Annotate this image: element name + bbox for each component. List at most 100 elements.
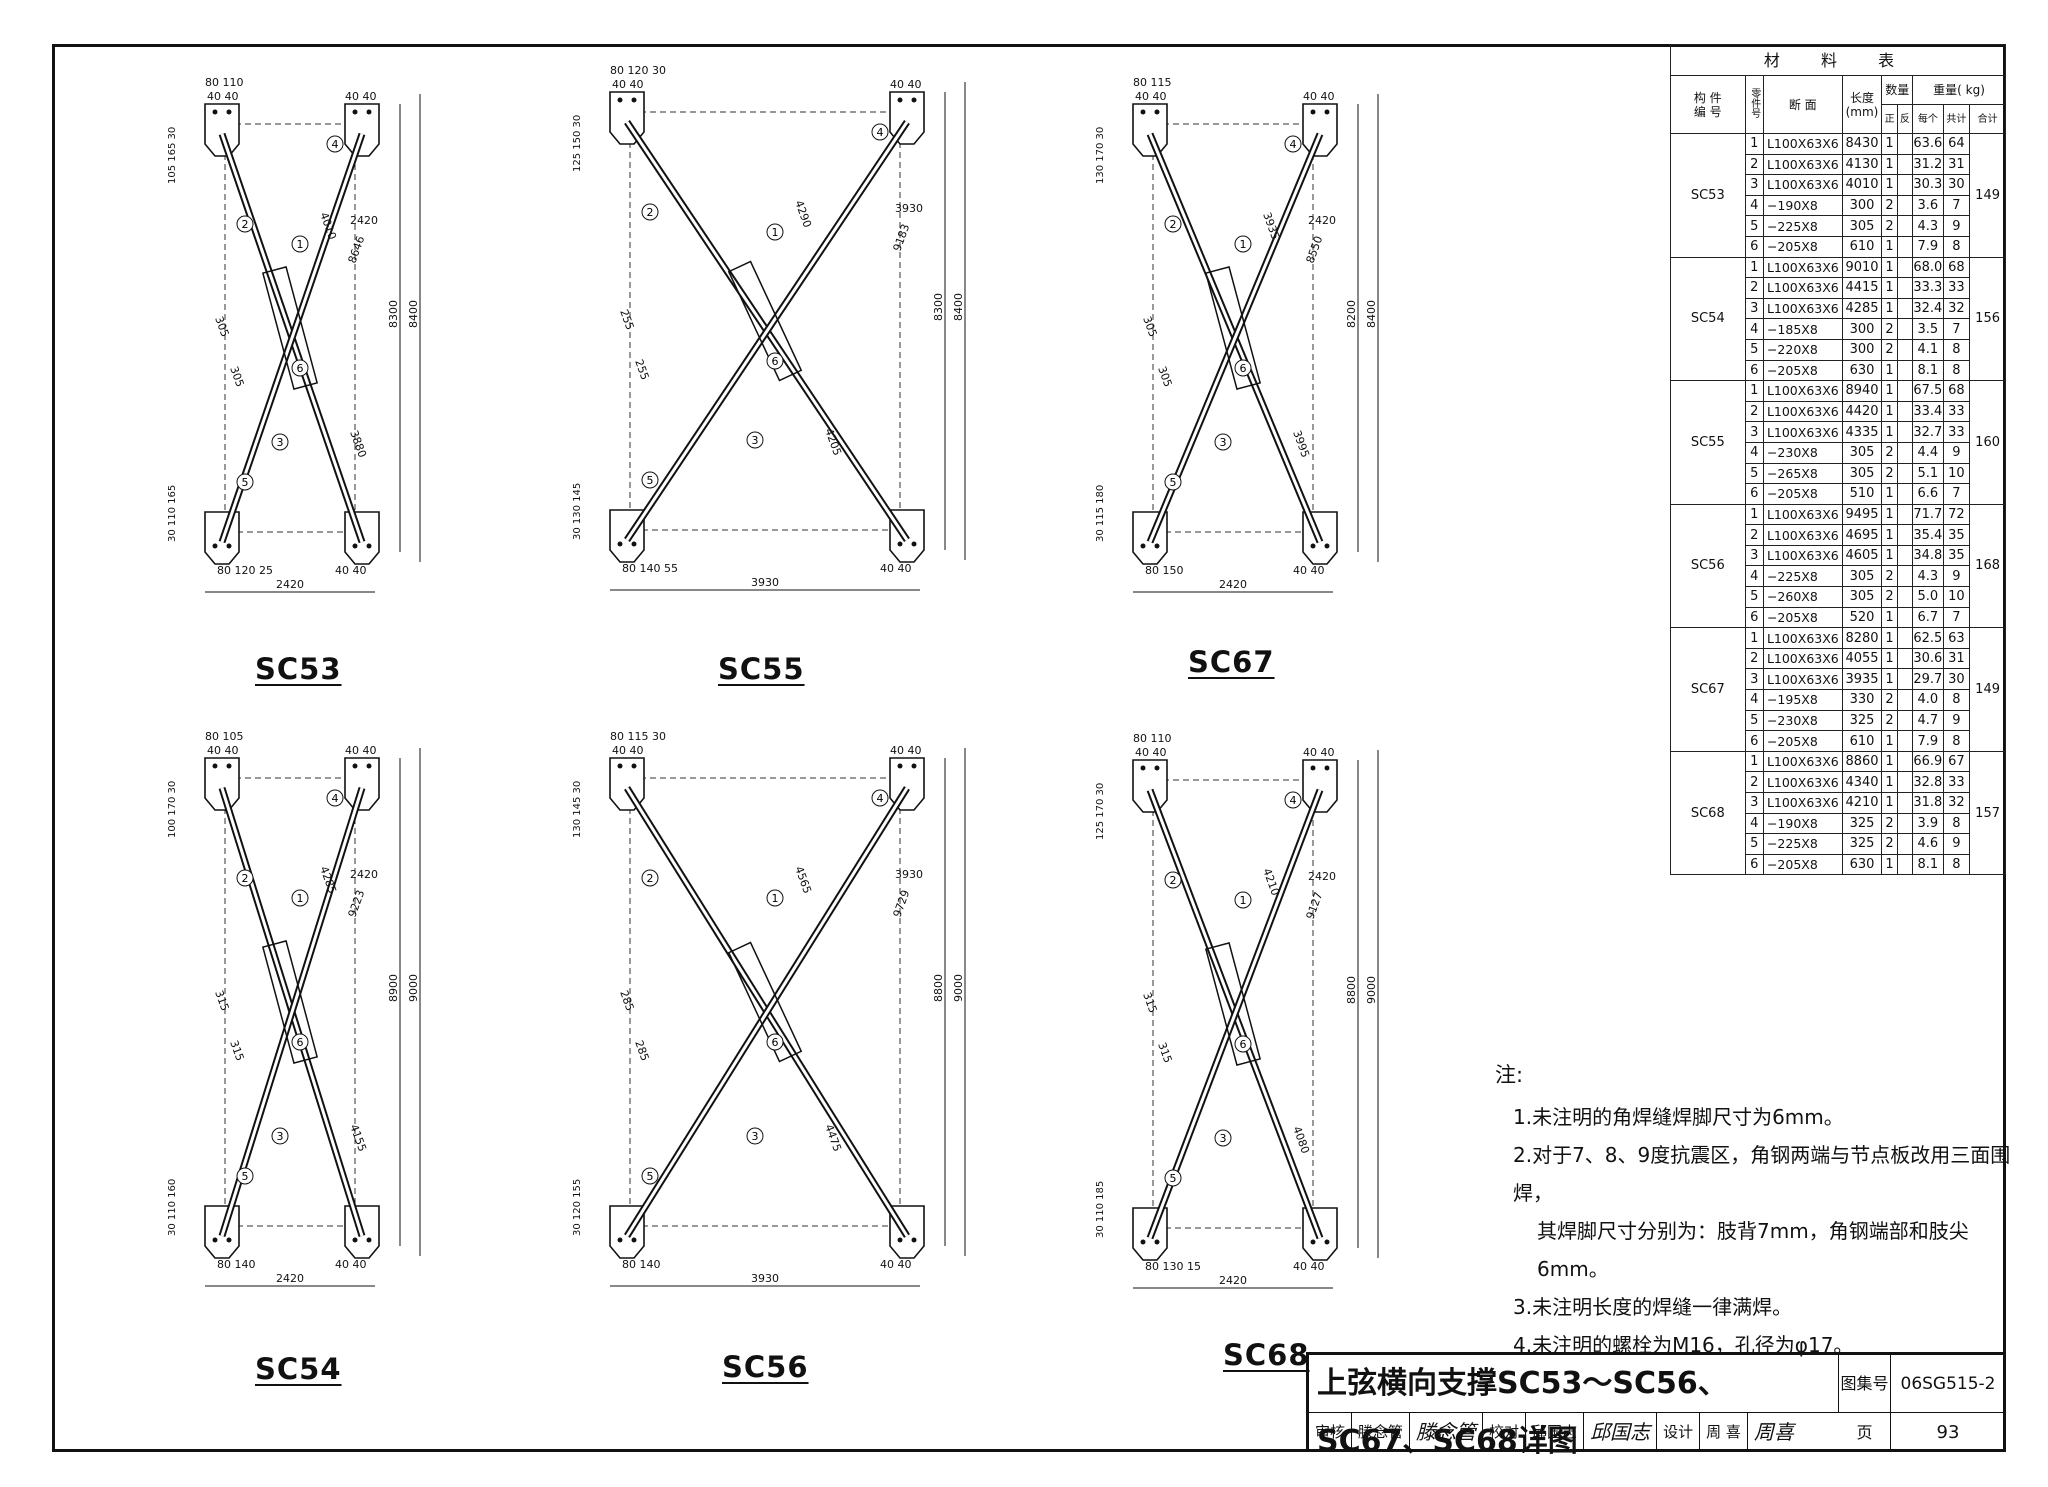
dimension-text: 30 110 160 (167, 1179, 178, 1236)
table-cell: 2 (1881, 215, 1898, 237)
part-number: 1 (772, 226, 779, 239)
part-number-circle (766, 1033, 784, 1051)
table-cell: 30.6 (1912, 647, 1944, 670)
table-cell: 7 (1942, 606, 1971, 629)
table-cell: −205X8 (1762, 730, 1843, 752)
part-number-circle (641, 203, 659, 221)
table-cell: 35 (1942, 524, 1971, 546)
dimension-text: 255 (632, 358, 651, 382)
table-cell: 33 (1942, 400, 1971, 423)
bolt-hole (1154, 109, 1160, 115)
part-number-circle (291, 359, 309, 377)
dimension-text: 2420 (350, 868, 378, 881)
table-cell: 1 (1881, 503, 1898, 526)
table-cell: 6 (1744, 235, 1764, 258)
page-number: 93 (1891, 1413, 2006, 1452)
table-cell: 4 (1744, 194, 1764, 217)
bolt-hole (1324, 1239, 1330, 1245)
bolt-hole (1154, 1239, 1160, 1245)
bolt-hole (226, 109, 232, 115)
part-number: 4 (877, 126, 884, 139)
part-number-circle (871, 123, 889, 141)
table-cell: 31 (1942, 153, 1971, 176)
title-block: 上弦横向支撑SC53～SC56、SC67、SC68详图 图集号 06SG515-… (1306, 1352, 2006, 1459)
part-number-circle (236, 1167, 254, 1185)
table-cell: 32 (1942, 792, 1971, 814)
splice-plate (727, 260, 803, 382)
dimension-text: 3935 (1260, 211, 1282, 242)
table-cell: 7 (1942, 194, 1971, 217)
table-cell (1896, 380, 1914, 402)
member-sum: 149 (1969, 627, 2006, 752)
table-cell: 30 (1942, 174, 1971, 196)
bolt-hole (897, 763, 903, 769)
bolt-hole (226, 763, 232, 769)
drawing-label-sc68: SC68 (1223, 1338, 1310, 1372)
bolt-hole (1140, 543, 1146, 549)
table-cell: 1 (1744, 380, 1764, 402)
table-cell: −220X8 (1762, 338, 1843, 361)
table-cell: 325 (1841, 812, 1883, 835)
dimension-text: 80 105 (205, 730, 244, 743)
table-cell: 5 (1744, 586, 1764, 608)
header-sum: 合计 (1969, 104, 2006, 134)
table-cell: 5 (1744, 833, 1764, 855)
table-cell: 4 (1744, 441, 1764, 464)
header-member: 构 件 编 号 (1670, 75, 1746, 134)
dimension-text: 80 150 (1145, 564, 1184, 577)
table-cell: −190X8 (1762, 194, 1843, 217)
table-cell: 66.9 (1912, 750, 1944, 773)
gusset-plate (1302, 759, 1338, 813)
table-cell: 1 (1881, 792, 1898, 814)
table-cell: L100X63X6 (1762, 503, 1843, 526)
atlas-number: 06SG515-2 (1891, 1355, 2006, 1413)
dimension-text: 8300 (932, 293, 945, 321)
gusset-plate (344, 757, 380, 811)
dimension-text: 40 40 (345, 90, 377, 103)
header-length: 长度 (mm) (1841, 75, 1883, 134)
table-cell: 31.2 (1912, 153, 1944, 176)
table-cell: 300 (1841, 338, 1883, 361)
table-cell: 4.7 (1912, 709, 1944, 732)
part-number: 5 (1170, 1172, 1177, 1185)
review-signature: 滕念管 (1410, 1413, 1484, 1452)
table-cell: 4.3 (1912, 215, 1944, 237)
table-cell: 2 (1881, 338, 1898, 361)
part-number-circle (1284, 791, 1302, 809)
table-cell: 5 (1744, 709, 1764, 732)
table-cell (1896, 235, 1914, 258)
table-cell: −205X8 (1762, 483, 1843, 505)
table-cell: L100X63X6 (1762, 174, 1843, 196)
table-cell: 9 (1942, 441, 1971, 464)
dimension-text: 80 140 (622, 1258, 661, 1271)
table-cell: 63 (1942, 627, 1971, 649)
table-cell: 68.0 (1912, 256, 1944, 279)
table-cell: 4210 (1841, 792, 1883, 814)
material-table: 材 料 表 构 件 编 号 零件号 断 面 长度 (mm) 数量 重量( kg)… (1670, 44, 2006, 876)
table-cell: 1 (1881, 647, 1898, 670)
table-cell: 6 (1744, 359, 1764, 382)
bolt-hole (212, 109, 218, 115)
dimension-text: 9000 (407, 974, 420, 1002)
table-cell: 300 (1841, 318, 1883, 340)
table-cell: 4.6 (1912, 833, 1944, 855)
table-cell: 33 (1942, 421, 1971, 443)
table-cell: 9 (1942, 833, 1971, 855)
table-cell: 4.4 (1912, 441, 1944, 464)
part-number-circle (641, 471, 659, 489)
bolt-hole (352, 1237, 358, 1243)
review-name: 滕念管 (1352, 1413, 1411, 1452)
